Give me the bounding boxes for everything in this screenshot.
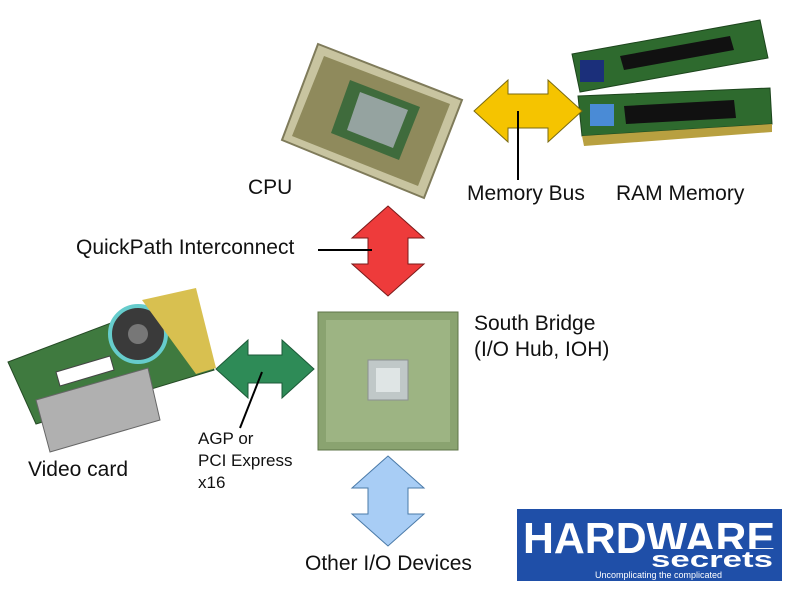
memory-bus-arrow xyxy=(473,78,583,144)
io-arrow xyxy=(350,455,426,547)
video-card-image xyxy=(7,288,216,453)
ram-memory-label: RAM Memory xyxy=(616,182,745,205)
quickpath-arrow xyxy=(350,205,426,297)
video-card-label: Video card xyxy=(28,458,129,481)
cpu-image xyxy=(280,42,464,200)
quickpath-label: QuickPath Interconnect xyxy=(76,236,295,259)
svg-text:secrets: secrets xyxy=(651,547,773,572)
south-bridge-image xyxy=(317,311,459,451)
svg-text:Uncomplicating the complicated: Uncomplicating the complicated xyxy=(595,570,722,580)
agp-arrow xyxy=(215,338,315,400)
south-bridge-label: South Bridge xyxy=(474,312,596,335)
agp-label-line3: x16 xyxy=(198,473,226,492)
other-io-label: Other I/O Devices xyxy=(305,552,472,575)
agp-label-line2: PCI Express xyxy=(198,451,293,470)
memory-bus-label: Memory Bus xyxy=(467,182,585,205)
agp-label-line1: AGP or xyxy=(198,429,254,448)
south-bridge-sublabel: (I/O Hub, IOH) xyxy=(474,338,610,361)
hardware-secrets-logo: HARDWARE secrets Uncomplicating the comp… xyxy=(517,509,782,581)
cpu-label: CPU xyxy=(248,176,293,199)
agp-pointer xyxy=(239,371,263,429)
ram-image xyxy=(571,19,773,146)
